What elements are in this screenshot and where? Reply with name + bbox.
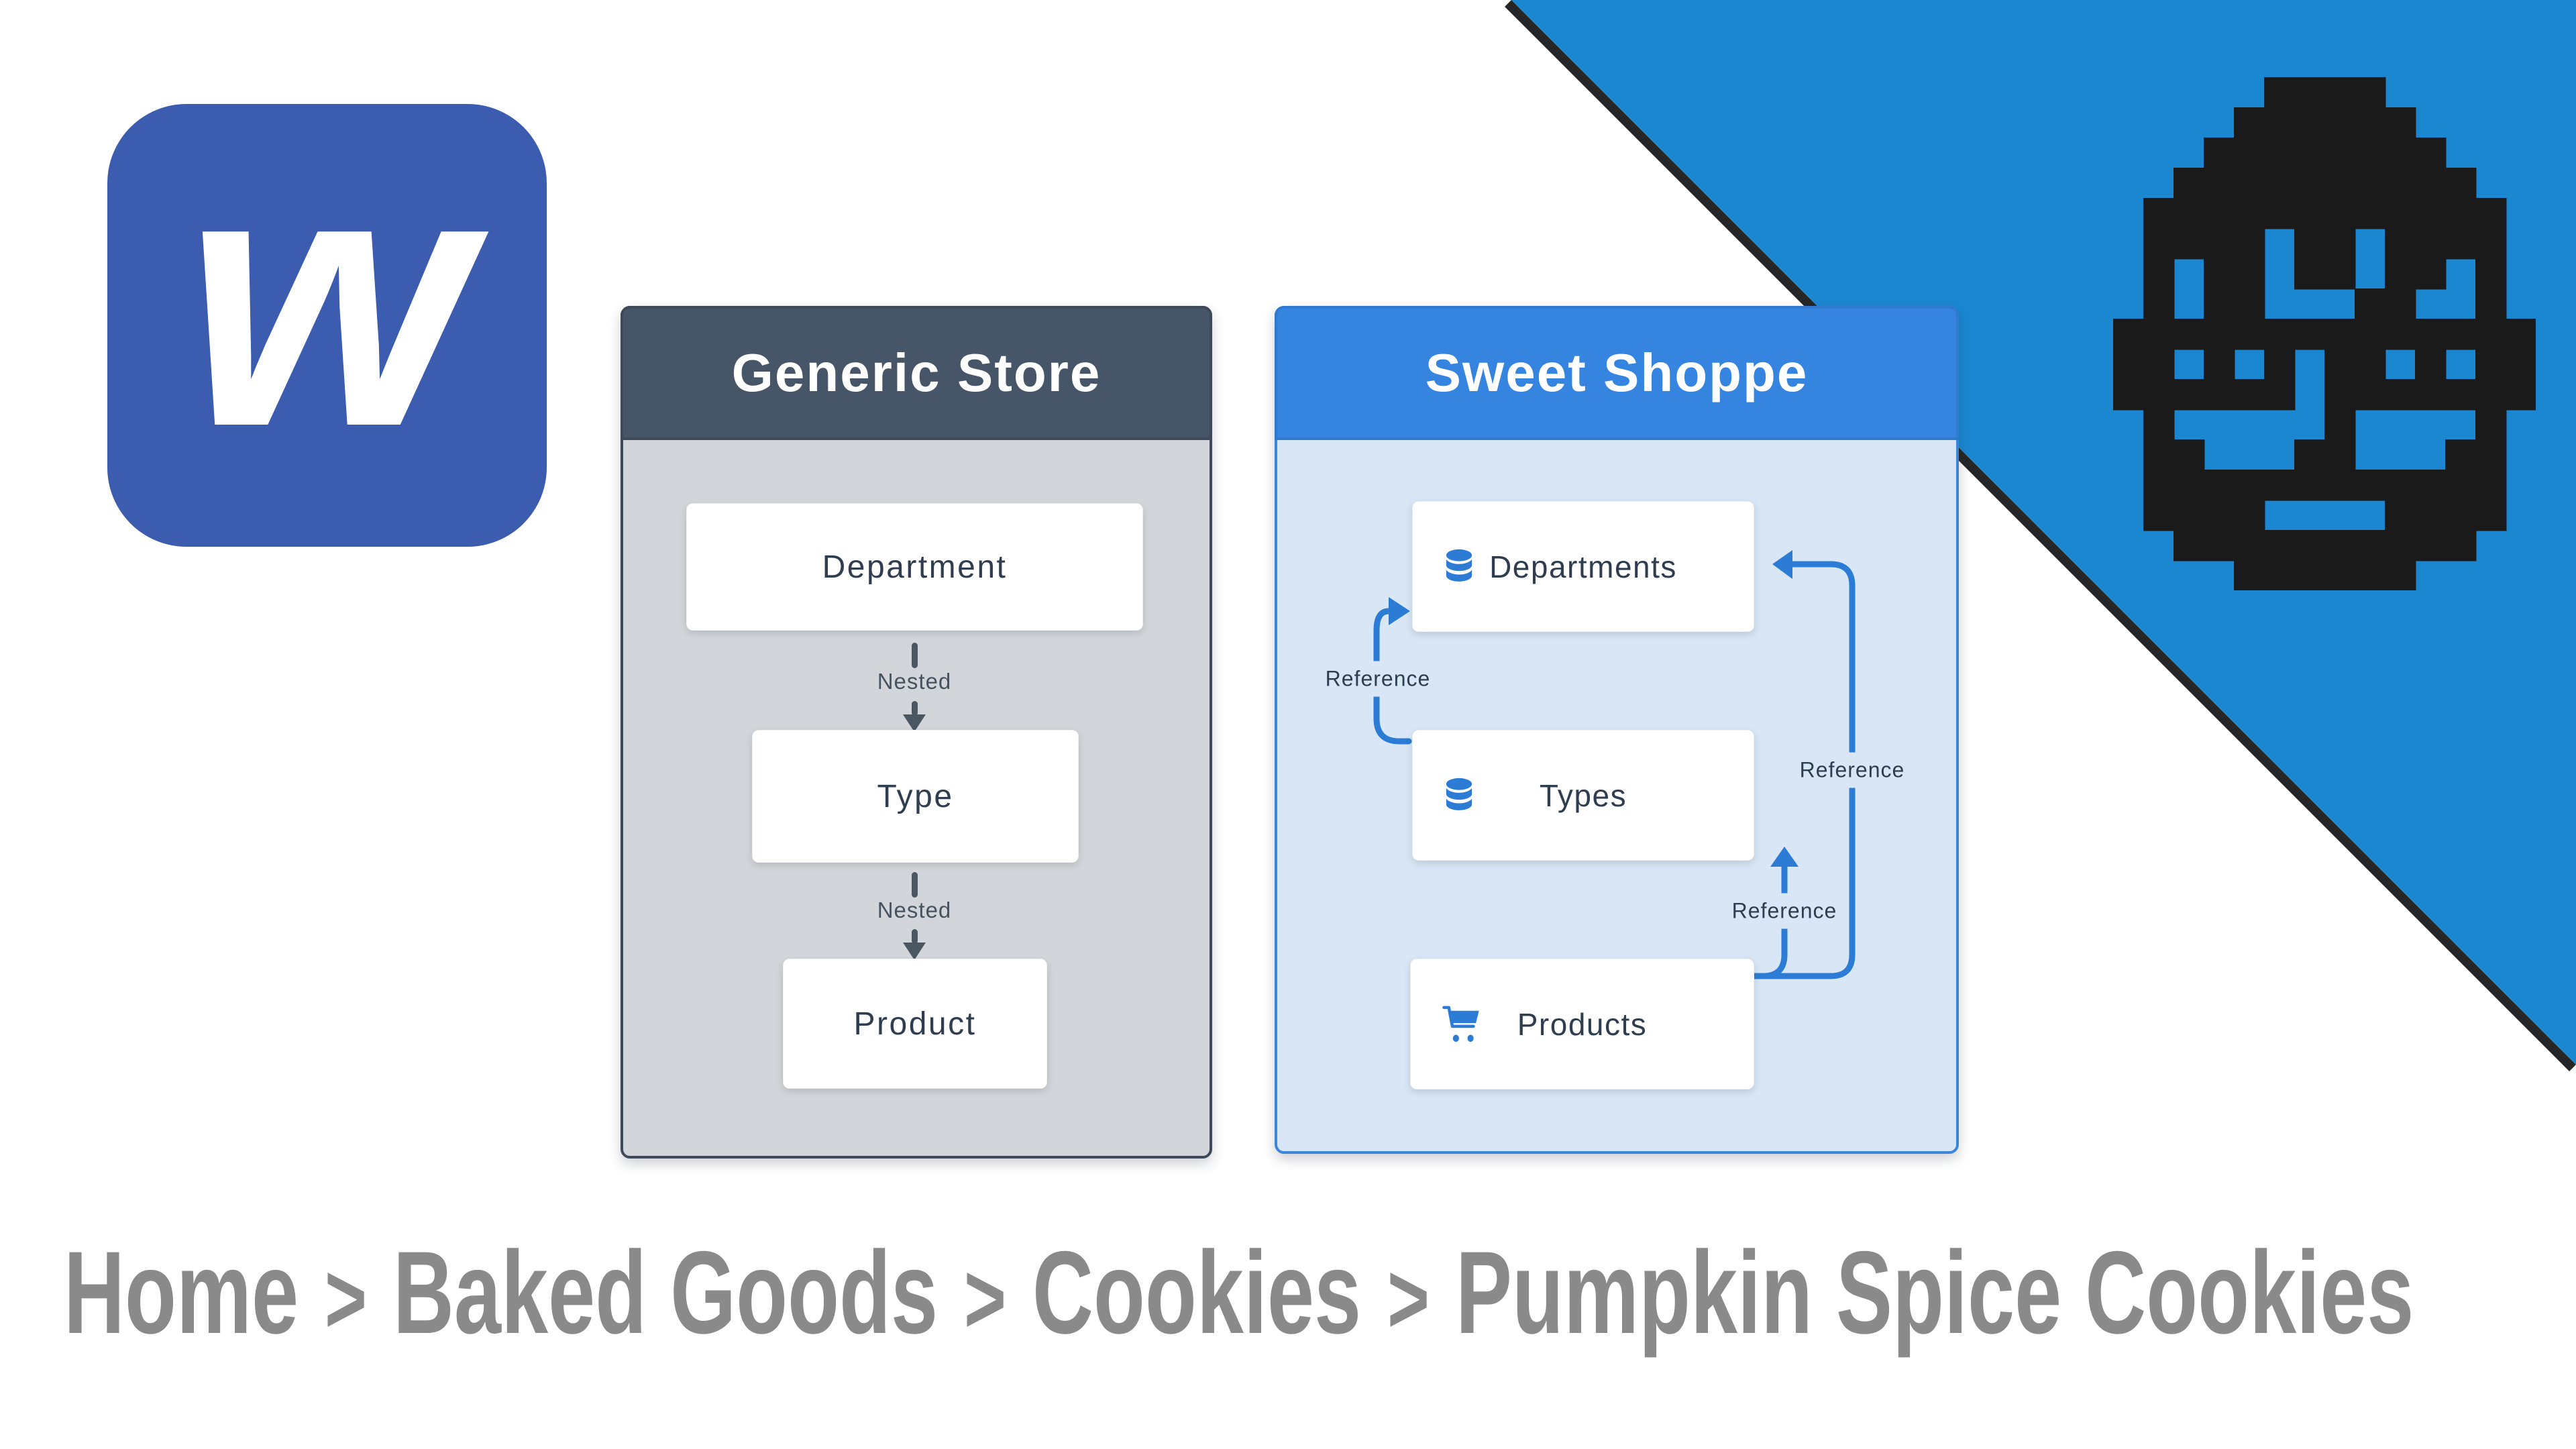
down-arrow-icon: [903, 943, 926, 960]
database-icon: [1446, 549, 1472, 582]
nested-label: Nested: [877, 898, 952, 922]
types-box: Types: [1412, 730, 1754, 861]
department-label: Department: [822, 549, 1008, 585]
breadcrumb-item-cookies[interactable]: Cookies: [1032, 1228, 1362, 1358]
product-box: Product: [783, 959, 1047, 1089]
cart-icon: [1442, 1006, 1479, 1042]
nested-arrow-shaft: [912, 701, 918, 716]
type-label: Type: [877, 778, 954, 814]
breadcrumb-item-home[interactable]: Home: [64, 1228, 299, 1358]
product-label: Product: [853, 1006, 977, 1042]
breadcrumb-separator-icon: >: [963, 1242, 1007, 1354]
breadcrumb-item-pumpkin-spice-cookies[interactable]: Pumpkin Spice Cookies: [1455, 1228, 2414, 1358]
database-icon: [1446, 777, 1472, 810]
sweet-shoppe-title: Sweet Shoppe: [1425, 343, 1809, 402]
reference-label: Reference: [1316, 661, 1440, 697]
nested-connector-line: [912, 872, 918, 898]
sweet-shoppe-header: Sweet Shoppe: [1275, 306, 1959, 440]
generic-store-panel: Generic Store Department Nested Type Nes…: [621, 306, 1212, 1159]
departments-box: Departments: [1412, 501, 1754, 632]
breadcrumb: Home>Baked Goods>Cookies>Pumpkin Spice C…: [64, 1232, 2414, 1355]
arrowhead-right-icon: [1389, 597, 1410, 625]
webflow-logo: w: [107, 104, 547, 547]
nested-connector-line: [912, 643, 918, 668]
nested-label: Nested: [877, 669, 952, 694]
products-box: Products: [1410, 959, 1754, 1089]
departments-label: Departments: [1489, 549, 1677, 584]
breadcrumb-separator-icon: >: [1387, 1242, 1430, 1354]
arrowhead-up-icon: [1770, 847, 1799, 867]
reference-label: Reference: [1722, 893, 1847, 929]
breadcrumb-item-baked-goods[interactable]: Baked Goods: [392, 1228, 938, 1358]
down-arrow-icon: [903, 714, 926, 732]
sweet-shoppe-panel: Sweet Shoppe Departments: [1275, 306, 1959, 1154]
generic-store-title: Generic Store: [731, 343, 1102, 402]
webflow-w-icon: w: [184, 94, 470, 502]
type-box: Type: [752, 730, 1079, 863]
generic-store-header: Generic Store: [621, 306, 1212, 440]
pixel-avatar-icon: [2113, 77, 2536, 590]
types-label: Types: [1539, 777, 1627, 813]
arrowhead-left-icon: [1772, 550, 1792, 579]
reference-label: Reference: [1790, 752, 1915, 788]
products-label: Products: [1517, 1006, 1648, 1042]
breadcrumb-separator-icon: >: [324, 1242, 368, 1354]
nested-arrow-shaft: [912, 929, 918, 944]
department-box: Department: [686, 503, 1143, 631]
